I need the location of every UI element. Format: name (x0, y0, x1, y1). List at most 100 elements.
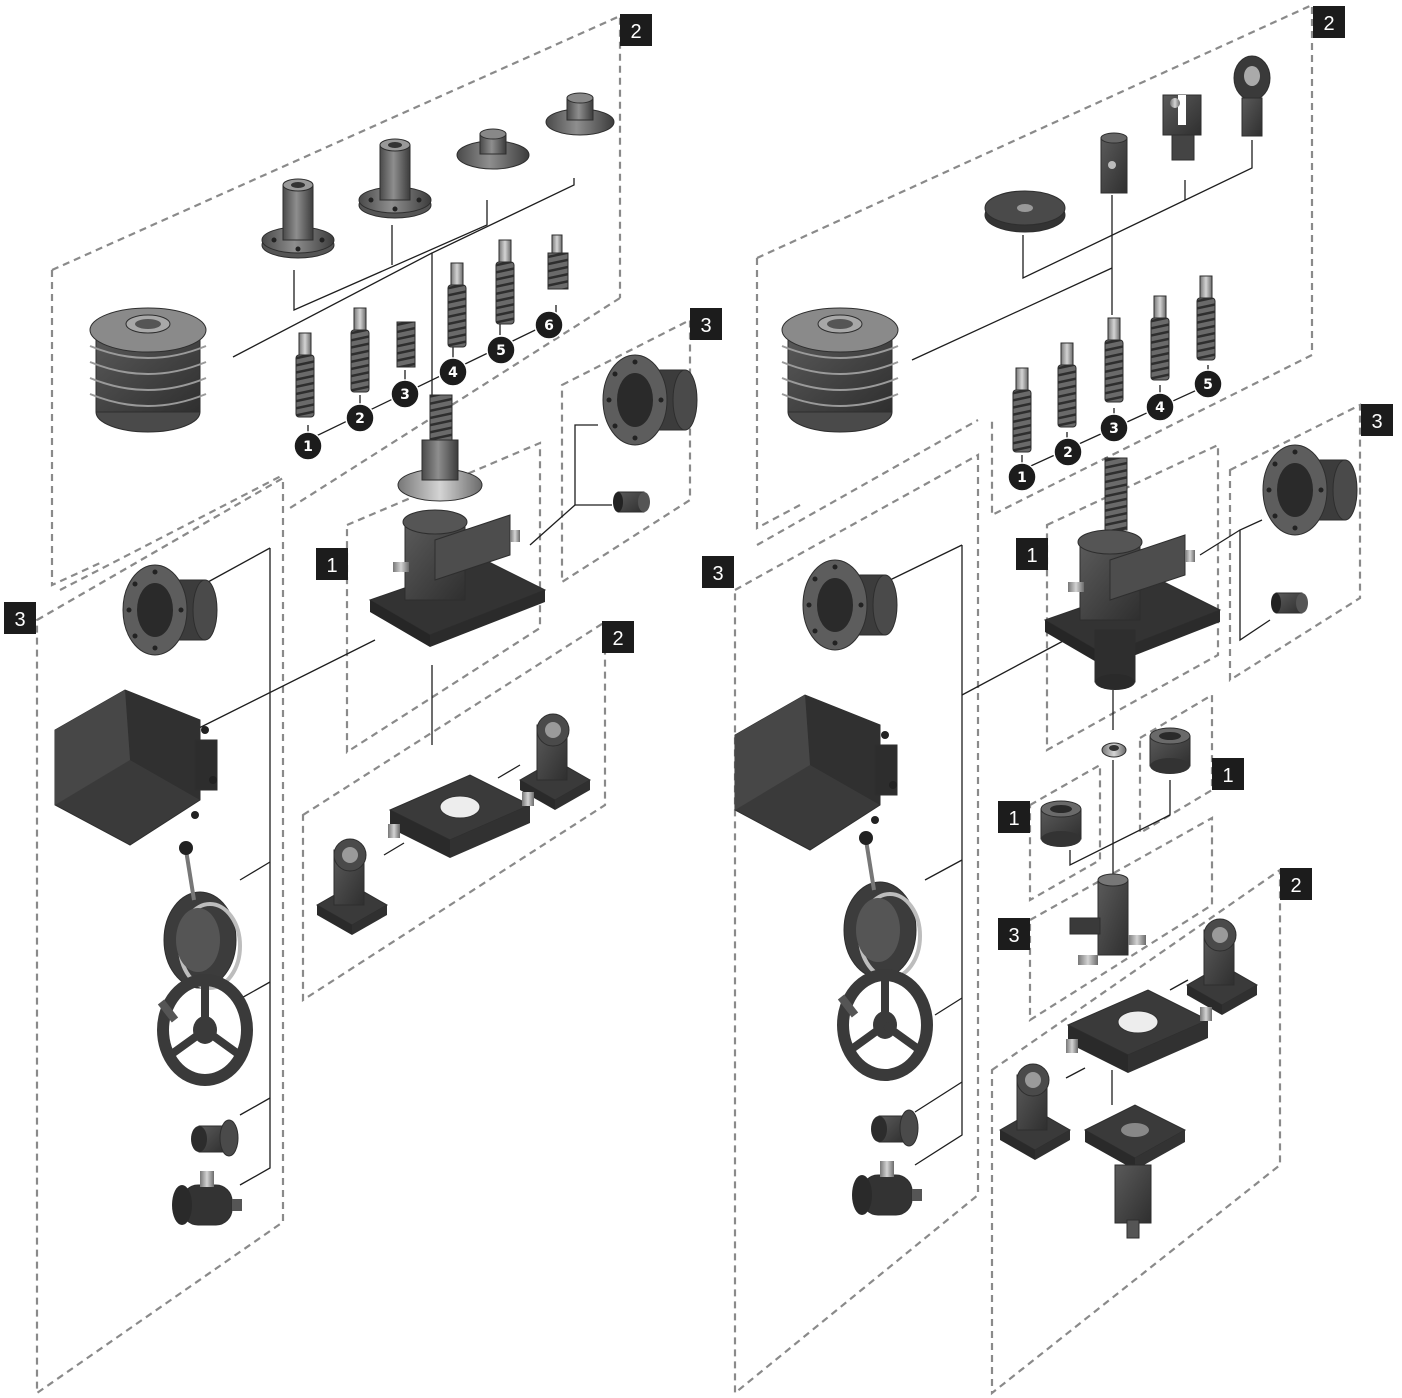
lead-screw-icon (1196, 275, 1216, 361)
flange-nut-icon (358, 138, 432, 219)
svg-text:1: 1 (1026, 545, 1037, 567)
svg-text:3: 3 (14, 609, 25, 631)
left-frame-1 (345, 441, 542, 755)
svg-text:4: 4 (1155, 400, 1165, 416)
handwheel-icon (841, 975, 927, 1075)
tag-3: 3 (998, 918, 1030, 950)
svg-text:2: 2 (1290, 875, 1301, 897)
svg-text:4: 4 (448, 365, 458, 381)
svg-text:3: 3 (712, 563, 723, 585)
right-frame-3-left (733, 419, 980, 1396)
svg-text:3: 3 (1008, 925, 1019, 947)
nut-icon (1101, 742, 1127, 758)
screw-number-5: 5 (1193, 369, 1223, 399)
tag-3: 3 (690, 308, 722, 340)
brake-icon (842, 829, 922, 980)
svg-text:1: 1 (303, 439, 313, 455)
electric-motor-icon (54, 689, 218, 846)
left-frame-2-top (50, 14, 622, 587)
motor-flange-icon (122, 564, 218, 656)
lead-screw-icon (495, 239, 515, 325)
bellows-icon (781, 307, 899, 433)
right-frame-2-top (755, 3, 1314, 530)
flange-nut-icon (545, 92, 615, 136)
svg-text:1: 1 (326, 555, 337, 577)
svg-text:3: 3 (1371, 411, 1382, 433)
screw-number-3: 3 (390, 379, 420, 409)
pillow-block-icon (999, 1063, 1071, 1161)
motor-flange-icon (1262, 444, 1358, 536)
left-leader-lines (194, 178, 612, 1186)
lead-screw-icon (1104, 317, 1124, 403)
right-leader-lines (889, 140, 1271, 1166)
right-frame-2-bottom (990, 867, 1282, 1396)
flange-nut-icon (456, 128, 530, 170)
tag-2: 2 (1313, 6, 1345, 38)
screw-number-2: 2 (345, 403, 375, 433)
coupling-icon (612, 491, 651, 513)
cup-nut-icon (1040, 800, 1082, 848)
handwheel-icon (161, 980, 247, 1080)
bellows-icon (89, 307, 207, 433)
lead-screw-icon (1150, 295, 1170, 381)
screw-number-6: 6 (534, 310, 564, 340)
lead-screw-icon (350, 307, 370, 393)
encoder-icon (851, 1160, 923, 1216)
tag-1: 1 (316, 548, 348, 580)
electric-motor-icon (734, 694, 898, 851)
motor-flange-icon (602, 354, 698, 446)
left-frame-3-left (35, 474, 285, 1396)
svg-text:5: 5 (1203, 377, 1213, 393)
tag-2: 2 (1280, 868, 1312, 900)
lead-screw-icon (1012, 367, 1032, 453)
right-frame-3-right (1228, 403, 1362, 682)
base-flange-icon (1083, 1104, 1187, 1239)
left-frame-2-bottom (301, 619, 607, 1003)
tag-3: 3 (702, 556, 734, 588)
svg-text:2: 2 (1323, 13, 1334, 35)
tag-3: 3 (4, 602, 36, 634)
flange-plate-icon (984, 190, 1066, 233)
coupling-icon (870, 1109, 919, 1147)
pillow-block-icon (1186, 918, 1258, 1016)
worm-gear-jack-icon (1044, 457, 1221, 690)
motor-flange-icon (802, 559, 898, 651)
screw-number-5: 5 (486, 335, 516, 365)
encoder-icon (171, 1170, 243, 1226)
lead-screw-icon (1057, 342, 1077, 428)
tag-1: 1 (998, 801, 1030, 833)
worm-gear-jack-icon (369, 394, 546, 648)
screw-number-1: 1 (293, 431, 323, 461)
svg-text:3: 3 (700, 315, 711, 337)
coupling-icon (1270, 592, 1309, 614)
svg-text:2: 2 (355, 411, 365, 427)
end-fitting-icon (1162, 94, 1202, 161)
right-assembly: 2 3 3 1 1 1 3 2 (702, 3, 1393, 1396)
tag-1: 1 (1016, 538, 1048, 570)
right-frame-3-bottom (1028, 816, 1214, 1022)
left-assembly: 2 3 1 3 2 1 2 3 (4, 14, 722, 1396)
tag-2: 2 (620, 14, 652, 46)
svg-text:3: 3 (1109, 421, 1119, 437)
screw-number-1: 1 (1007, 462, 1037, 492)
right-frame-1 (1045, 443, 1220, 752)
lead-screw-icon (295, 332, 315, 418)
svg-text:2: 2 (630, 21, 641, 43)
svg-text:1: 1 (1008, 808, 1019, 830)
svg-text:6: 6 (544, 318, 554, 334)
svg-text:2: 2 (612, 628, 623, 650)
cup-nut-icon (1149, 727, 1191, 775)
tag-2: 2 (602, 621, 634, 653)
coupling-icon (190, 1119, 239, 1157)
right-frame-1-small (1028, 693, 1214, 902)
lead-screw-icon (447, 262, 467, 348)
pillow-block-icon (316, 838, 388, 936)
trunnion-mount-icon (387, 774, 535, 859)
screw-number-2: 2 (1053, 437, 1083, 467)
tag-1: 1 (1212, 758, 1244, 790)
screw-number-3: 3 (1099, 413, 1129, 443)
trunnion-mount-icon (1065, 989, 1213, 1074)
lead-screw-icon (396, 321, 416, 368)
svg-text:1: 1 (1017, 470, 1027, 486)
